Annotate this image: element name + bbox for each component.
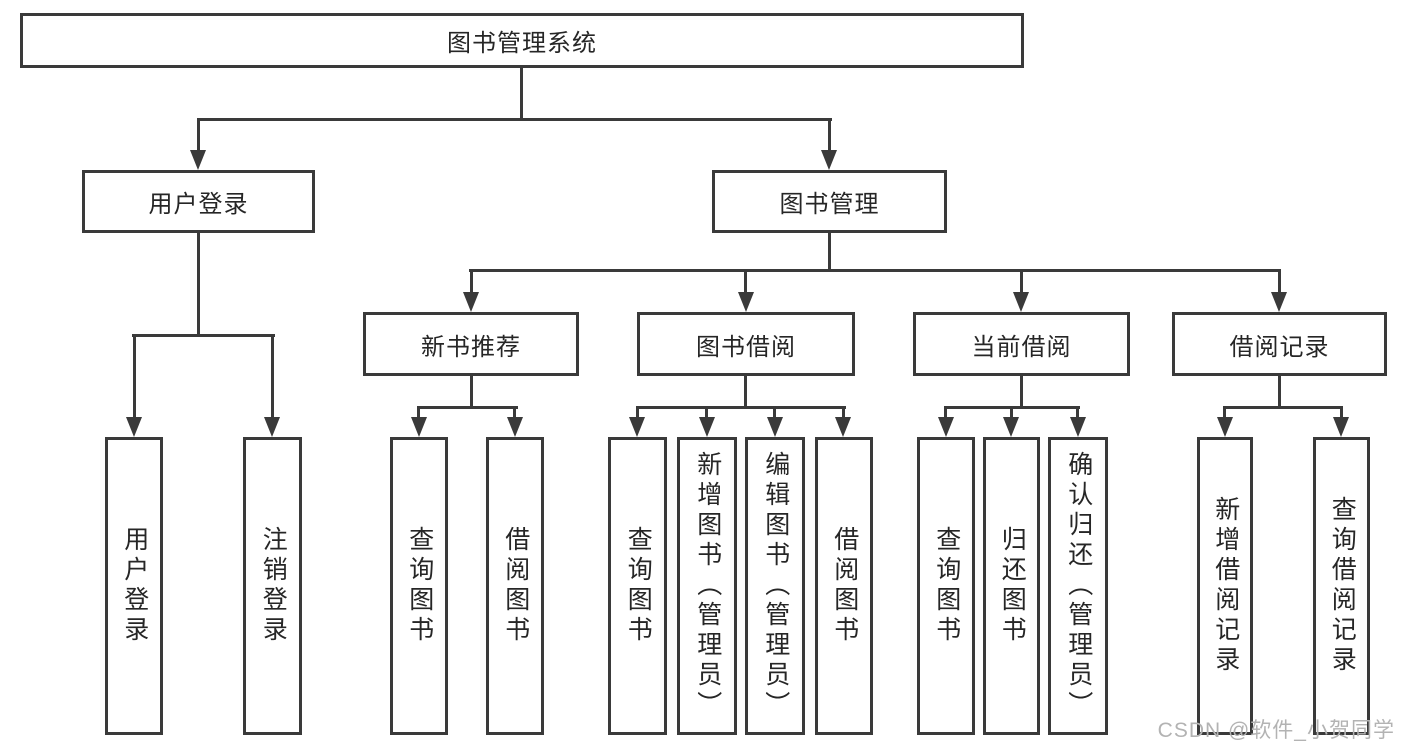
connector-line [513, 406, 516, 420]
node-label: 借阅记录 [1229, 333, 1330, 361]
node-label: 当前借阅 [971, 333, 1072, 361]
connector-line [1340, 406, 1343, 420]
leaf-user-login: 用户登录 [105, 437, 163, 735]
arrow-down-icon [411, 417, 427, 437]
leaf-label: 用户登录 [120, 526, 149, 646]
connector-line [1223, 406, 1226, 420]
node-book-management: 图书管理 [712, 170, 947, 233]
connector-line [197, 118, 200, 154]
connector-line [705, 406, 708, 420]
arrow-down-icon [1217, 417, 1233, 437]
arrow-down-icon [1003, 417, 1019, 437]
connector-line [470, 376, 473, 409]
connector-line [197, 233, 200, 337]
leaf-label: 编辑图书（管理员） [761, 451, 790, 721]
root-box-library-system: 图书管理系统 [20, 13, 1024, 68]
node-user-login: 用户登录 [82, 170, 315, 233]
leaf-borrow-books: 借阅图书 [815, 437, 873, 735]
connector-line [1278, 376, 1281, 409]
arrow-down-icon [190, 150, 206, 170]
connector-line [197, 118, 832, 121]
leaf-query-books: 查询图书 [608, 437, 667, 735]
arrow-down-icon [1013, 292, 1029, 312]
arrow-down-icon [1271, 292, 1287, 312]
leaf-add-borrow-record: 新增借阅记录 [1197, 437, 1253, 735]
connector-line [1020, 269, 1023, 296]
node-book-borrowing: 图书借阅 [637, 312, 855, 376]
connector-line [828, 233, 831, 272]
node-current-borrowing: 当前借阅 [913, 312, 1130, 376]
leaf-label: 借阅图书 [501, 526, 530, 646]
leaf-query-books: 查询图书 [390, 437, 448, 735]
connector-line [271, 334, 274, 420]
arrow-down-icon [1333, 417, 1349, 437]
connector-line [417, 406, 420, 420]
leaf-query-books: 查询图书 [917, 437, 975, 735]
arrow-down-icon [463, 292, 479, 312]
leaf-label: 查询图书 [932, 526, 961, 646]
leaf-edit-books-admin: 编辑图书（管理员） [745, 437, 805, 735]
arrow-down-icon [835, 417, 851, 437]
connector-line [132, 334, 275, 337]
connector-line [636, 406, 846, 409]
connector-line [1076, 406, 1079, 420]
leaf-label: 确认归还（管理员） [1064, 451, 1093, 721]
csdn-watermark: CSDN @软件_小贺同学 [1157, 719, 1395, 742]
arrow-down-icon [629, 417, 645, 437]
leaf-label: 新增图书（管理员） [693, 451, 722, 721]
connector-line [470, 269, 473, 296]
leaf-label: 注销登录 [259, 526, 288, 646]
connector-line [744, 269, 747, 296]
connector-line [1223, 406, 1343, 409]
connector-line [944, 406, 947, 420]
connector-line [133, 334, 136, 420]
arrow-down-icon [821, 150, 837, 170]
arrow-down-icon [507, 417, 523, 437]
leaf-label: 借阅图书 [830, 526, 859, 646]
connector-line [744, 376, 747, 409]
arrow-down-icon [1070, 417, 1086, 437]
node-label: 图书借阅 [696, 333, 796, 361]
root-label: 图书管理系统 [447, 30, 597, 57]
leaf-label: 查询图书 [624, 526, 653, 646]
node-label: 用户登录 [148, 191, 249, 218]
connector-line [520, 68, 523, 121]
leaf-label: 查询图书 [405, 526, 434, 646]
leaf-add-books-admin: 新增图书（管理员） [677, 437, 737, 735]
node-label: 图书管理 [779, 191, 880, 218]
node-borrowing-records: 借阅记录 [1172, 312, 1387, 376]
connector-line [828, 118, 831, 154]
arrow-down-icon [264, 417, 280, 437]
connector-line [469, 269, 1281, 272]
connector-line [842, 406, 845, 420]
leaf-borrow-books: 借阅图书 [486, 437, 544, 735]
node-new-book-recommend: 新书推荐 [363, 312, 579, 376]
leaf-return-books: 归还图书 [983, 437, 1040, 735]
connector-line [636, 406, 639, 420]
leaf-label: 查询借阅记录 [1328, 496, 1357, 676]
leaf-label: 归还图书 [998, 526, 1027, 646]
leaf-logout: 注销登录 [243, 437, 302, 735]
arrow-down-icon [767, 417, 783, 437]
connector-line [1020, 376, 1023, 409]
arrow-down-icon [938, 417, 954, 437]
connector-line [773, 406, 776, 420]
node-label: 新书推荐 [421, 333, 521, 361]
leaf-confirm-return-admin: 确认归还（管理员） [1048, 437, 1108, 735]
connector-line [417, 406, 518, 409]
arrow-down-icon [738, 292, 754, 312]
leaf-label: 新增借阅记录 [1211, 496, 1240, 676]
connector-line [1010, 406, 1013, 420]
leaf-query-borrow-record: 查询借阅记录 [1313, 437, 1370, 735]
connector-line [1278, 269, 1281, 296]
arrow-down-icon [699, 417, 715, 437]
arrow-down-icon [126, 417, 142, 437]
